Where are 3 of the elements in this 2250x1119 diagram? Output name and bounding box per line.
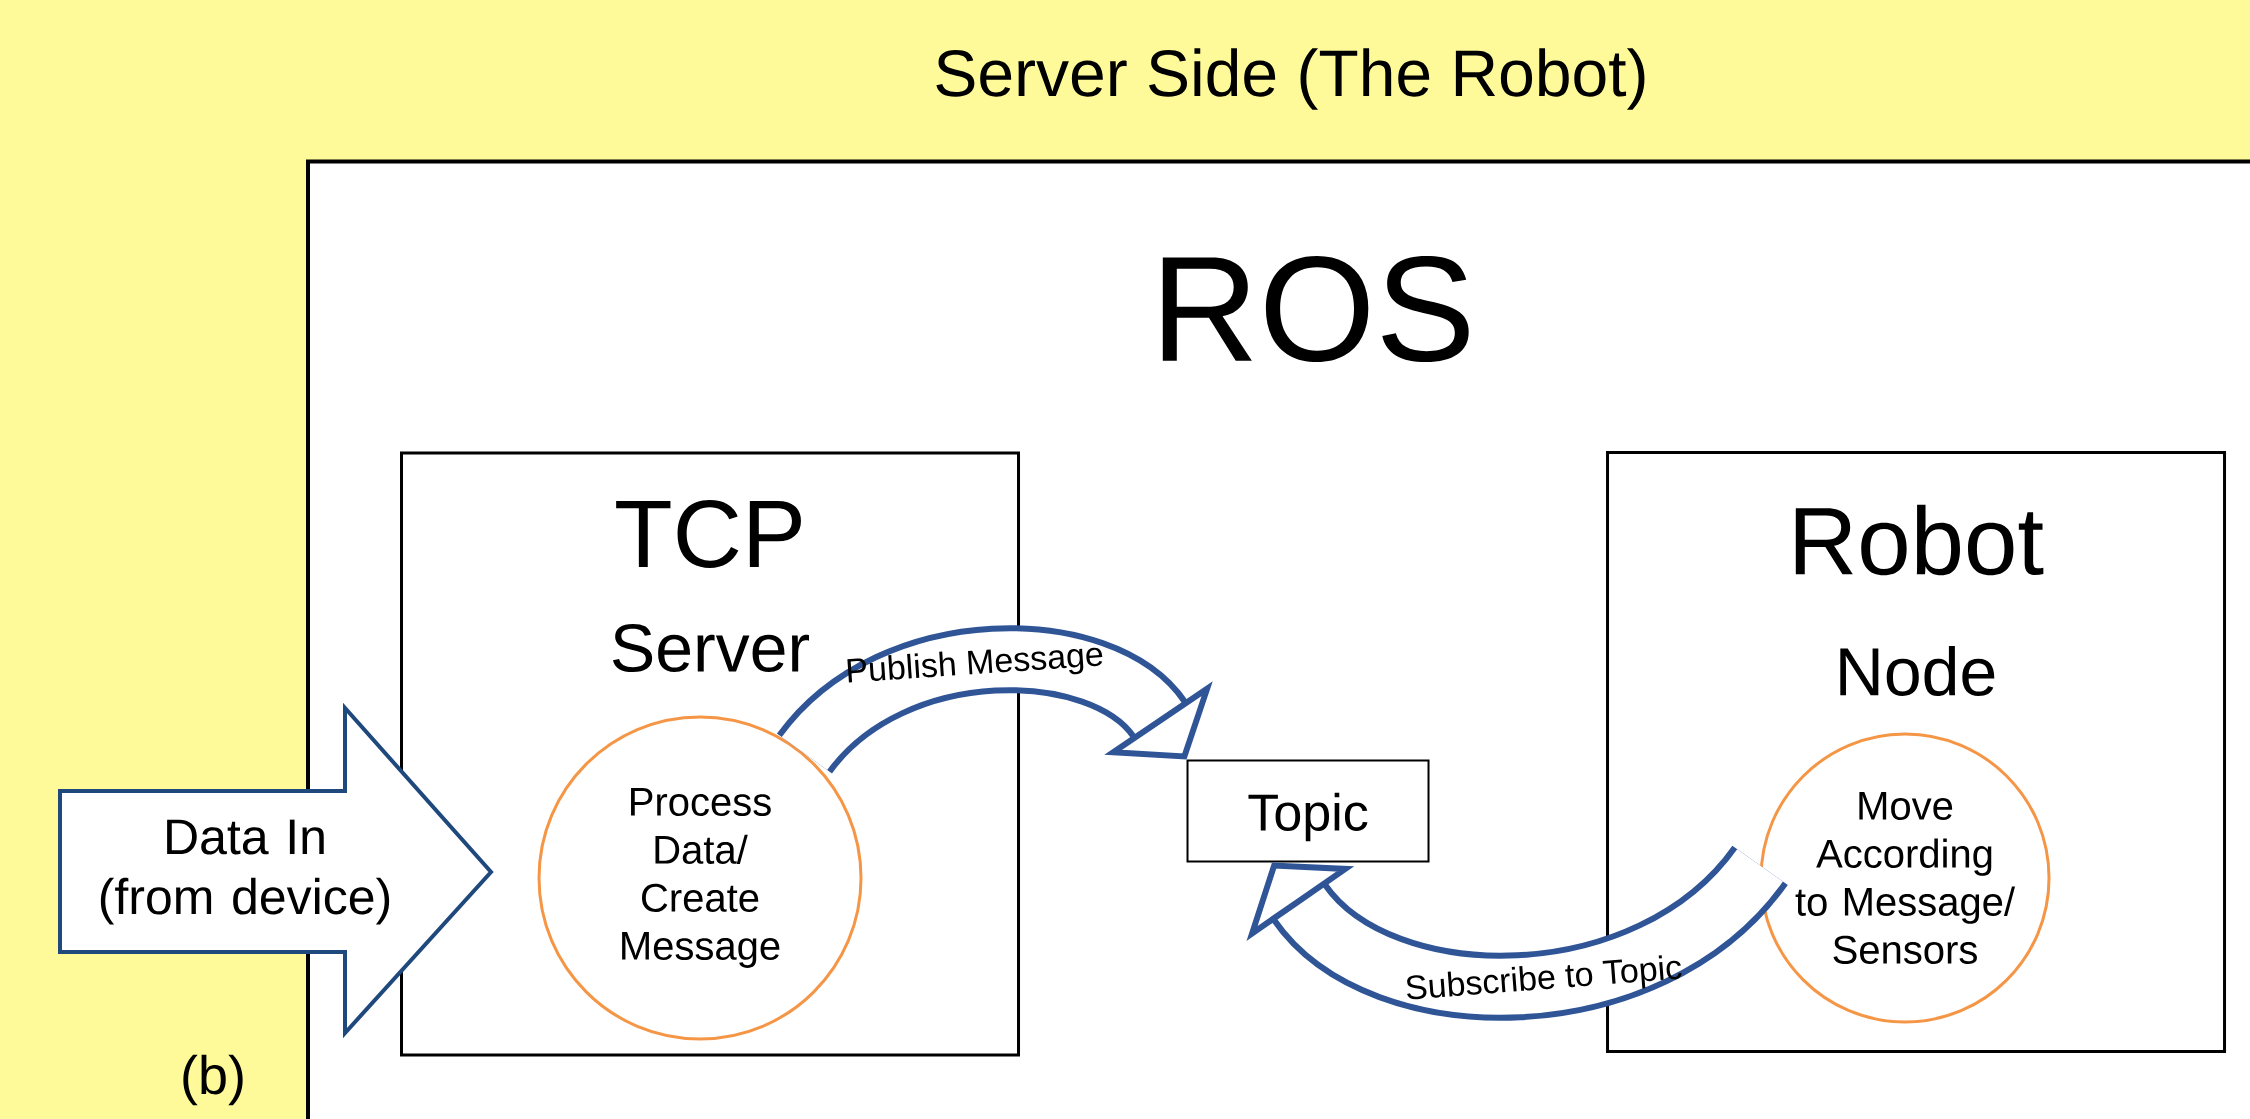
curved-arrow bbox=[1246, 843, 1786, 1021]
curved-arrow bbox=[778, 625, 1213, 776]
title: Server Side (The Robot) bbox=[936, 48, 1645, 110]
